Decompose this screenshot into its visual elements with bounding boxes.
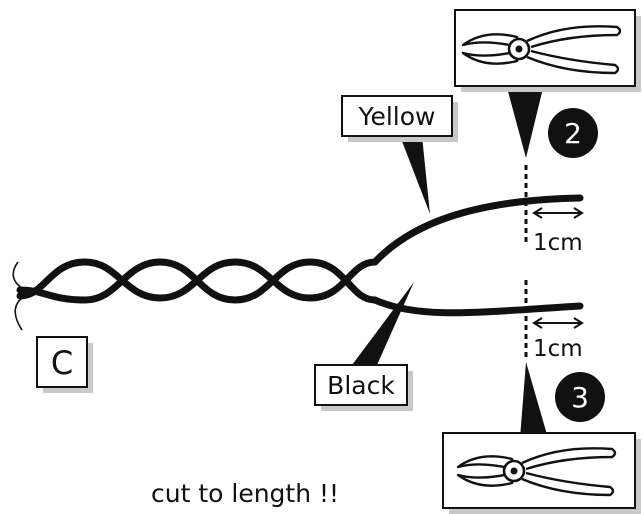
instruction-text: cut to length !! [151, 479, 339, 508]
black-callout-pointer [352, 282, 414, 365]
twisted-cable [16, 258, 379, 304]
bottom-tool-pointer [520, 362, 548, 438]
step-3-number: 3 [571, 381, 589, 414]
black-wire [371, 296, 584, 317]
cable-end-strands [12, 261, 23, 331]
yellow-label-box [341, 95, 453, 137]
length-label-bottom: 1cm [533, 336, 583, 362]
top-tool-box [454, 9, 636, 87]
step-2-badge [548, 108, 598, 158]
black-label-box [314, 364, 408, 406]
length-label-top: 1cm [533, 230, 583, 256]
black-label: Black [327, 371, 395, 400]
bottom-tool-box [442, 432, 636, 509]
part-label-box [36, 336, 88, 388]
step-3-badge [555, 372, 605, 422]
part-label: C [51, 344, 73, 382]
yellow-wire [371, 194, 584, 266]
yellow-label: Yellow [358, 102, 436, 131]
yellow-callout-pointer [400, 136, 430, 214]
length-arrow-top [532, 207, 584, 219]
top-tool-pointer [506, 84, 544, 158]
step-2-number: 2 [564, 117, 582, 150]
length-arrow-bottom [532, 317, 584, 329]
